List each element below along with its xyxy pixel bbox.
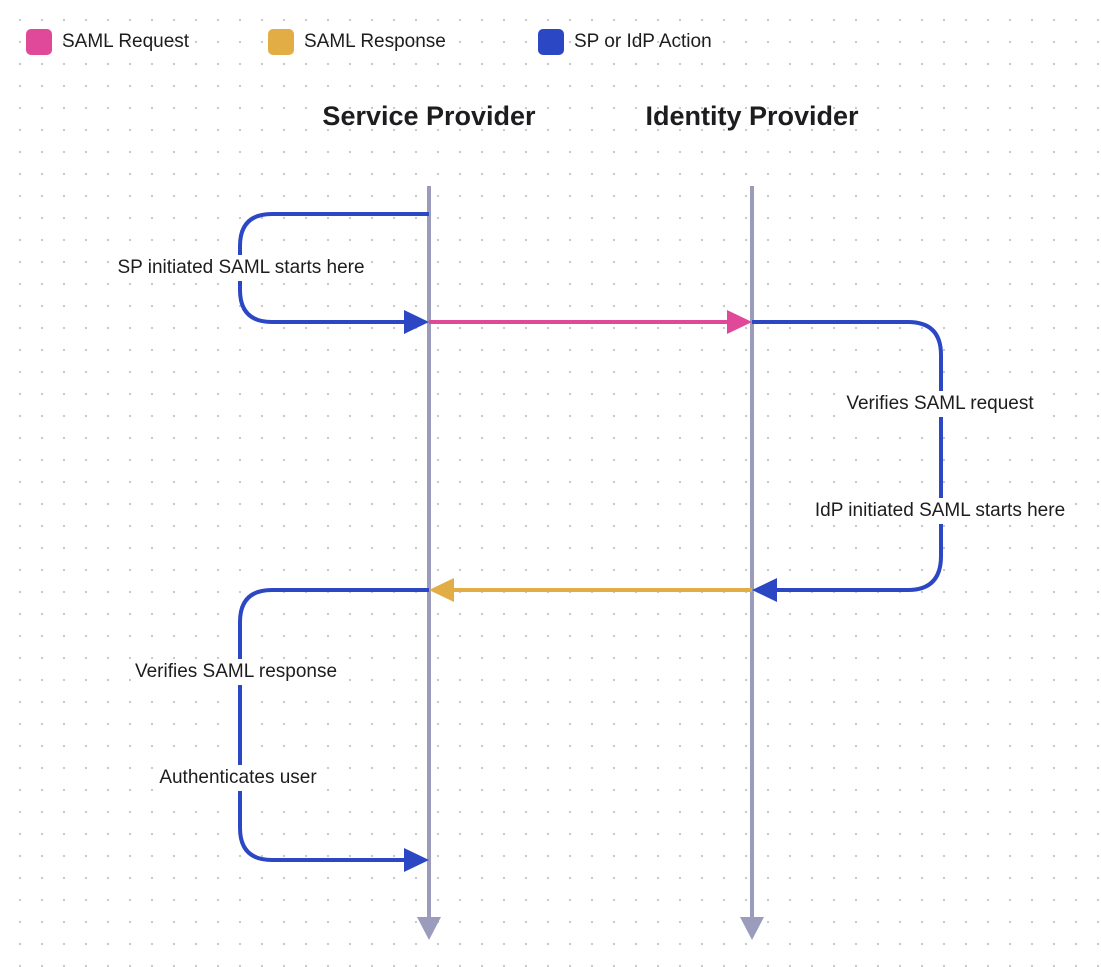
lane-heading-identity-provider: Identity Provider: [645, 101, 859, 131]
lifeline-idp-arrowhead: [740, 917, 764, 940]
legend-item-sp-idp-action: SP or IdP Action: [538, 28, 712, 56]
idp-action-arrowhead: [752, 578, 777, 602]
sp-start-arrowhead: [404, 310, 429, 334]
step-label-authenticate: Authenticates user: [155, 765, 321, 791]
sp-verify-arrowhead: [404, 848, 429, 872]
saml-request-arrowhead: [727, 310, 752, 334]
step-label-sp-start: SP initiated SAML starts here: [113, 255, 369, 281]
legend-swatch-request: [26, 29, 52, 55]
legend-label-response: SAML Response: [304, 31, 446, 52]
step-label-verify-request: Verifies SAML request: [842, 391, 1038, 417]
idp-action-connector: [752, 320, 943, 592]
legend-label-action: SP or IdP Action: [574, 31, 712, 52]
legend-label-request: SAML Request: [62, 31, 190, 52]
step-label-verify-response: Verifies SAML response: [130, 659, 342, 685]
step-label-idp-start: IdP initiated SAML starts here: [810, 498, 1070, 524]
legend-item-saml-request: SAML Request: [26, 28, 189, 56]
lane-heading-service-provider: Service Provider: [322, 101, 536, 131]
legend-item-saml-response: SAML Response: [268, 28, 446, 56]
sp-verify-connector: [238, 588, 429, 862]
legend-swatch-action: [538, 29, 564, 55]
legend-swatch-response: [268, 29, 294, 55]
saml-response-arrowhead: [429, 578, 454, 602]
lifeline-sp-arrowhead: [417, 917, 441, 940]
